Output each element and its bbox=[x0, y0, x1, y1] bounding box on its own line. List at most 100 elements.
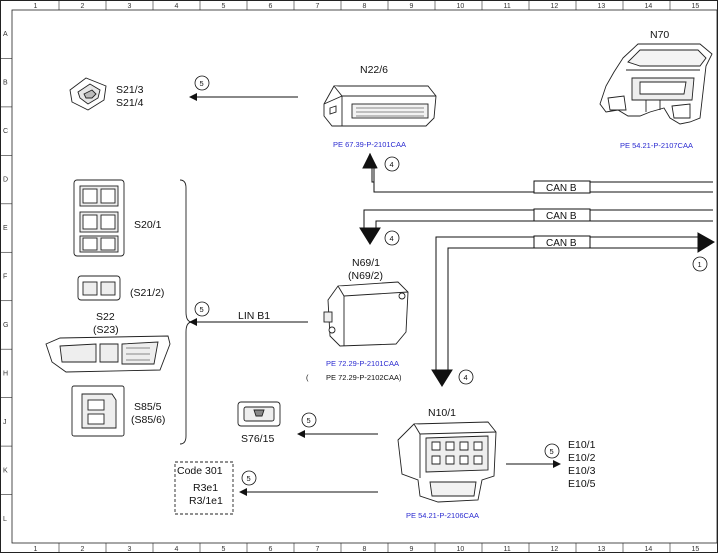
column-number-bottom: 1 bbox=[34, 546, 38, 553]
column-number-bottom: 13 bbox=[598, 546, 606, 553]
s22-label: S22 bbox=[96, 311, 115, 323]
row-letter: G bbox=[3, 322, 8, 329]
n10-1-part-image bbox=[397, 421, 497, 503]
s21-3-part-image bbox=[69, 77, 107, 111]
marker-circle bbox=[384, 156, 400, 172]
marker-number: 5 bbox=[307, 416, 311, 425]
column-number-bottom: 4 bbox=[175, 546, 179, 553]
s21-2-part-image bbox=[77, 275, 121, 301]
column-number-bottom: 5 bbox=[222, 546, 226, 553]
n69-2-reference-paren: ( bbox=[306, 373, 309, 382]
inner-frame bbox=[11, 9, 718, 544]
r3e1-label: R3e1 bbox=[193, 482, 218, 494]
code-301-box bbox=[174, 461, 234, 515]
marker-number: 4 bbox=[390, 234, 394, 243]
marker-circle bbox=[194, 75, 210, 91]
column-ruler: 1122334455667788991010111112121313141415… bbox=[34, 0, 700, 553]
column-number-top: 1 bbox=[34, 3, 38, 10]
s21-4-label: S21/4 bbox=[116, 97, 144, 109]
column-number-top: 5 bbox=[222, 3, 226, 10]
e10-2-label: E10/2 bbox=[568, 452, 596, 464]
n10-1-reference-link[interactable]: PE 54.21-P-2106CAA bbox=[406, 511, 479, 520]
column-number-top: 13 bbox=[598, 3, 606, 10]
n22-6-part-image bbox=[323, 85, 437, 127]
marker-circle bbox=[384, 230, 400, 246]
s20-1-part-image bbox=[73, 179, 125, 257]
s22-part-image bbox=[45, 335, 171, 373]
row-letter: J bbox=[3, 419, 7, 426]
n69-1-part-image bbox=[323, 281, 409, 347]
n22-6-reference-link[interactable]: PE 67.39-P-2101CAA bbox=[333, 140, 406, 149]
column-number-bottom: 9 bbox=[410, 546, 414, 553]
marker-circle bbox=[241, 470, 257, 486]
row-letter: K bbox=[3, 467, 8, 474]
marker-number: 4 bbox=[464, 373, 468, 382]
lin-b1-label: LIN B1 bbox=[238, 310, 270, 322]
e10-5-label: E10/5 bbox=[568, 478, 596, 490]
column-number-bottom: 14 bbox=[645, 546, 653, 553]
s76-15-part-image bbox=[237, 401, 281, 427]
column-number-top: 15 bbox=[692, 3, 700, 10]
row-letter: C bbox=[3, 128, 8, 135]
can-b-label-1: CAN B bbox=[546, 183, 577, 194]
marker-number: 5 bbox=[200, 79, 204, 88]
column-number-bottom: 12 bbox=[551, 546, 559, 553]
can-b-bus-1 bbox=[362, 152, 713, 194]
row-letter: L bbox=[3, 516, 7, 523]
code-301-title: Code 301 bbox=[177, 465, 223, 477]
column-number-top: 6 bbox=[269, 3, 273, 10]
s85-5-part-image bbox=[71, 385, 125, 437]
n69-1-reference-link[interactable]: PE 72.29-P-2101CAA bbox=[326, 359, 399, 368]
column-number-bottom: 10 bbox=[457, 546, 465, 553]
column-number-top: 8 bbox=[363, 3, 367, 10]
s76-15-label: S76/15 bbox=[241, 433, 274, 445]
column-number-bottom: 6 bbox=[269, 546, 273, 553]
s21-2-label: (S21/2) bbox=[130, 287, 164, 299]
row-letter: H bbox=[3, 370, 8, 377]
can-b-label-3: CAN B bbox=[546, 238, 577, 249]
e10-1-label: E10/1 bbox=[568, 439, 596, 451]
s85-5-label: S85/5 bbox=[134, 401, 162, 413]
row-letter: D bbox=[3, 177, 8, 184]
can-b-label-2: CAN B bbox=[546, 211, 577, 222]
n69-2-reference: PE 72.29-P-2102CAA) bbox=[326, 373, 402, 382]
column-number-bottom: 11 bbox=[504, 546, 511, 553]
column-number-top: 7 bbox=[316, 3, 320, 10]
n69-2-label: (N69/2) bbox=[348, 270, 383, 282]
marker-number: 5 bbox=[550, 447, 554, 456]
marker-circle bbox=[544, 443, 560, 459]
column-number-bottom: 15 bbox=[692, 546, 700, 553]
n69-1-label: N69/1 bbox=[352, 257, 380, 269]
column-number-top: 14 bbox=[645, 3, 653, 10]
column-number-top: 2 bbox=[81, 3, 85, 10]
column-number-top: 9 bbox=[410, 3, 414, 10]
column-number-bottom: 8 bbox=[363, 546, 367, 553]
column-number-bottom: 2 bbox=[81, 546, 85, 553]
row-letter: A bbox=[3, 31, 8, 38]
e10-3-label: E10/3 bbox=[568, 465, 596, 477]
marker-circle bbox=[194, 301, 210, 317]
column-number-top: 3 bbox=[128, 3, 132, 10]
n10-1-label: N10/1 bbox=[428, 407, 456, 419]
can-b-bus-2 bbox=[359, 208, 713, 245]
column-number-bottom: 7 bbox=[316, 546, 320, 553]
can-b-bus-3 bbox=[431, 232, 715, 387]
n70-label: N70 bbox=[650, 29, 669, 41]
column-number-top: 11 bbox=[504, 3, 511, 10]
marker-circle bbox=[692, 256, 708, 272]
row-letter: E bbox=[3, 225, 8, 232]
marker-number: 1 bbox=[698, 260, 702, 269]
marker-number: 5 bbox=[200, 305, 204, 314]
column-number-top: 4 bbox=[175, 3, 179, 10]
n70-reference-link[interactable]: PE 54.21-P-2107CAA bbox=[620, 141, 693, 150]
marker-number: 5 bbox=[247, 474, 251, 483]
column-number-top: 12 bbox=[551, 3, 559, 10]
n70-part-image bbox=[599, 43, 713, 125]
s20-1-label: S20/1 bbox=[134, 219, 162, 231]
s23-label: (S23) bbox=[93, 324, 119, 336]
row-letter: F bbox=[3, 274, 7, 281]
marker-circle bbox=[301, 412, 317, 428]
marker-number: 4 bbox=[390, 160, 394, 169]
